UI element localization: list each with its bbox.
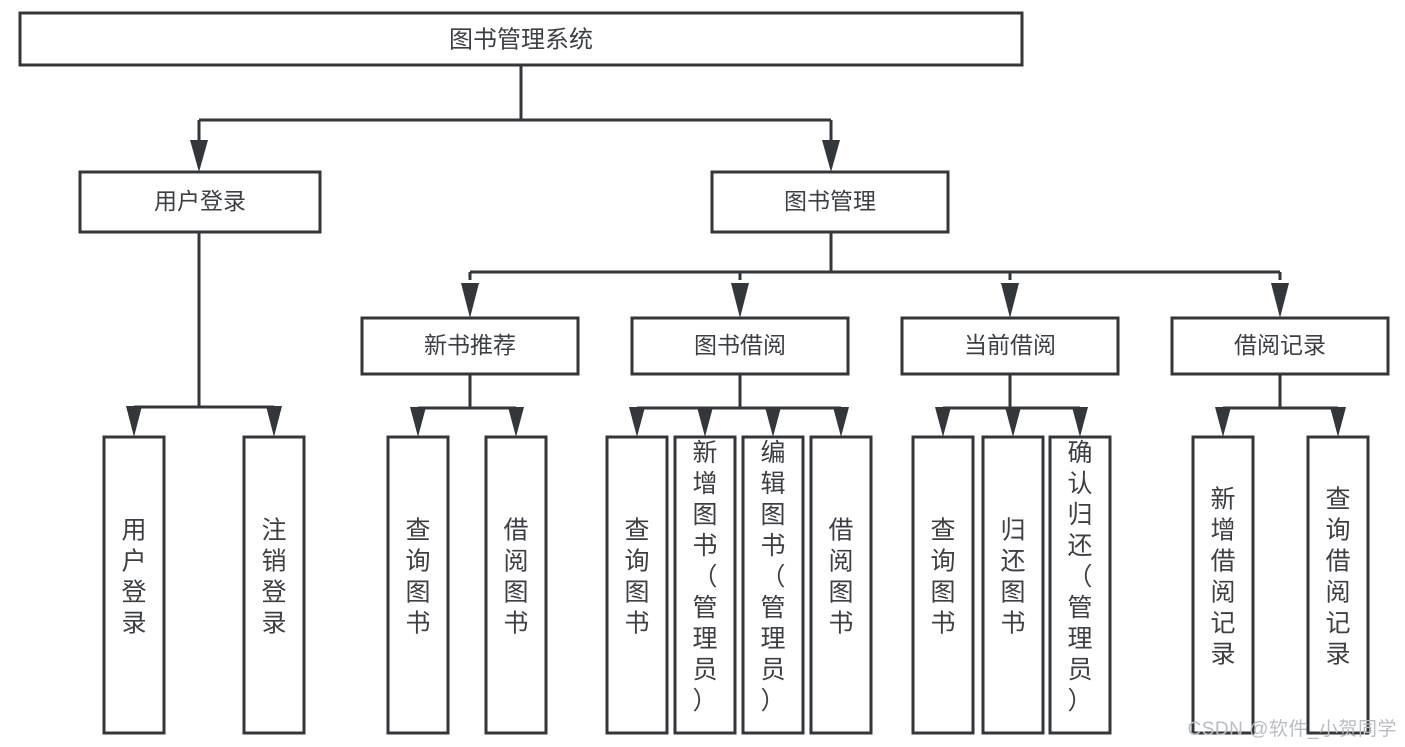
leaf-bb-edit-book[interactable]: 编辑图书（管理员） [741, 435, 805, 735]
leaf-nbr-borrow-book-box[interactable] [484, 435, 548, 735]
arrow-newbook-to-leaf-1 [410, 407, 426, 437]
arrow-bookmgmt-to-bookborrow [731, 283, 749, 318]
arrow-newbook-to-leaf-2 [508, 407, 524, 437]
connector-group-newbook [410, 374, 524, 437]
connector-group-borrowrecord [1215, 374, 1346, 437]
arrow-bookborrow-to-leaf-1 [629, 407, 645, 437]
leaf-bb-query-book[interactable]: 查询图书 [605, 435, 669, 735]
node-borrow-record-label: 借阅记录 [1234, 332, 1326, 358]
node-current-borrow[interactable]: 当前借阅 [900, 316, 1120, 376]
arrow-bookmgmt-to-currentborrow [1001, 283, 1019, 318]
leaf-bb-add-book-label: 新增图书（管理员） [692, 439, 717, 715]
arrow-bookborrow-to-leaf-3 [765, 407, 781, 437]
arrow-bookmgmt-to-borrowrecord [1271, 283, 1289, 318]
leaf-bb-edit-book-label: 编辑图书（管理员） [760, 439, 785, 715]
node-book-borrow-box[interactable] [630, 316, 850, 376]
leaf-bb-query-book-label: 查询图书 [624, 517, 649, 638]
leaf-br-query-record-box[interactable] [1306, 435, 1370, 735]
leaf-bb-add-book-box[interactable] [673, 435, 737, 735]
leaf-cb-confirm-return-label: 确认归还（管理员） [1067, 439, 1092, 715]
leaf-nbr-query-book-box[interactable] [386, 435, 450, 735]
node-borrow-record-box[interactable] [1170, 316, 1390, 376]
arrow-borrowrecord-to-leaf-1 [1215, 407, 1231, 437]
leaf-nbr-borrow-book-label: 借阅图书 [503, 517, 528, 638]
arrow-currentborrow-to-leaf-1 [935, 407, 951, 437]
arrow-userlogin-to-leaf-1 [126, 406, 142, 437]
node-book-management[interactable]: 图书管理 [710, 170, 950, 234]
arrow-userlogin-to-leaf-2 [266, 406, 282, 437]
node-current-borrow-box[interactable] [900, 316, 1120, 376]
node-new-book-recommend-label: 新书推荐 [424, 332, 516, 358]
csdn-watermark: CSDN @软件_小贺同学 [1187, 719, 1397, 740]
leaf-user-login-label: 用户登录 [121, 517, 146, 638]
leaf-bb-borrow-book[interactable]: 借阅图书 [809, 435, 873, 735]
arrow-currentborrow-to-leaf-2 [1005, 407, 1021, 437]
connector-group-bookborrow [629, 374, 849, 437]
leaf-br-add-record[interactable]: 新增借阅记录 [1191, 435, 1255, 735]
leaf-br-query-record-label: 查询借阅记录 [1325, 486, 1350, 669]
node-root-label: 图书管理系统 [449, 26, 593, 53]
leaf-nbr-borrow-book[interactable]: 借阅图书 [484, 435, 548, 735]
connector-group-userlogin [126, 232, 282, 437]
connector-group-currentborrow [935, 374, 1088, 437]
arrow-bookborrow-to-leaf-2 [697, 407, 713, 437]
arrow-currentborrow-to-leaf-3 [1072, 407, 1088, 437]
node-user-login[interactable]: 用户登录 [78, 170, 322, 234]
arrow-bookmgmt-to-newbook [461, 283, 479, 318]
node-root-box[interactable] [18, 11, 1024, 67]
connector-group-root [190, 65, 840, 172]
leaf-cb-return-book-label: 归还图书 [1000, 517, 1025, 638]
node-new-book-recommend[interactable]: 新书推荐 [360, 316, 580, 376]
node-borrow-record[interactable]: 借阅记录 [1170, 316, 1390, 376]
arrow-root-to-bookmgmt [822, 140, 840, 172]
leaf-cb-return-book-box[interactable] [981, 435, 1045, 735]
arrow-borrowrecord-to-leaf-2 [1330, 407, 1346, 437]
node-current-borrow-label: 当前借阅 [964, 332, 1056, 358]
leaf-user-login[interactable]: 用户登录 [102, 435, 166, 735]
node-root[interactable]: 图书管理系统 [18, 11, 1024, 67]
leaf-bb-edit-book-box[interactable] [741, 435, 805, 735]
leaf-bb-borrow-book-box[interactable] [809, 435, 873, 735]
arrow-root-to-userlogin [190, 140, 208, 172]
leaf-cb-confirm-return[interactable]: 确认归还（管理员） [1048, 435, 1112, 735]
node-new-book-recommend-box[interactable] [360, 316, 580, 376]
leaf-nbr-query-book[interactable]: 查询图书 [386, 435, 450, 735]
leaf-user-login-box[interactable] [102, 435, 166, 735]
leaf-bb-borrow-book-label: 借阅图书 [828, 517, 853, 638]
leaf-br-add-record-label: 新增借阅记录 [1210, 486, 1235, 669]
node-book-management-label: 图书管理 [784, 188, 876, 214]
leaf-cb-query-book-box[interactable] [911, 435, 975, 735]
leaf-nbr-query-book-label: 查询图书 [405, 517, 430, 638]
leaf-cb-confirm-return-box[interactable] [1048, 435, 1112, 735]
node-book-borrow-label: 图书借阅 [694, 332, 786, 358]
leaf-bb-query-book-box[interactable] [605, 435, 669, 735]
connector-group-bookmgmt [461, 232, 1289, 318]
node-book-borrow[interactable]: 图书借阅 [630, 316, 850, 376]
leaf-logout-box[interactable] [242, 435, 306, 735]
leaf-br-add-record-box[interactable] [1191, 435, 1255, 735]
leaf-logout[interactable]: 注销登录 [242, 435, 306, 735]
node-user-login-box[interactable] [78, 170, 322, 234]
leaf-cb-query-book[interactable]: 查询图书 [911, 435, 975, 735]
arrow-bookborrow-to-leaf-4 [833, 407, 849, 437]
leaf-cb-return-book[interactable]: 归还图书 [981, 435, 1045, 735]
leaf-cb-query-book-label: 查询图书 [930, 517, 955, 638]
leaf-br-query-record[interactable]: 查询借阅记录 [1306, 435, 1370, 735]
node-book-management-box[interactable] [710, 170, 950, 234]
node-user-login-label: 用户登录 [154, 188, 246, 214]
leaf-logout-label: 注销登录 [261, 517, 286, 638]
leaf-bb-add-book[interactable]: 新增图书（管理员） [673, 435, 737, 735]
